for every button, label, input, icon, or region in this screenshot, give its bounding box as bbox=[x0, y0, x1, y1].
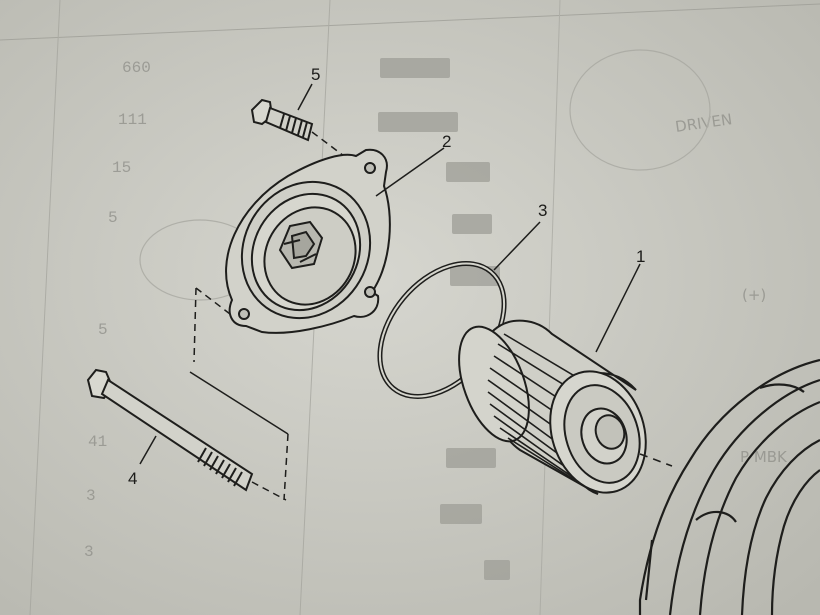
bleed-text: P MBK bbox=[740, 448, 788, 466]
bleed-number: 3 bbox=[86, 487, 96, 505]
leader-line-1 bbox=[595, 263, 641, 353]
bleed-number: 5 bbox=[108, 209, 118, 227]
bleed-number: 3 bbox=[84, 543, 94, 561]
leader-line-4 bbox=[139, 435, 157, 465]
leader-line-5 bbox=[297, 83, 313, 111]
filter-axis-line bbox=[639, 453, 673, 467]
bolt-4-alignment-bracket bbox=[189, 287, 289, 501]
bleed-number: 660 bbox=[122, 59, 151, 77]
bleed-number: 5 bbox=[98, 321, 108, 339]
callout-5: 5 bbox=[311, 65, 320, 84]
part-5-short-bolt bbox=[250, 98, 314, 142]
callout-2: 2 bbox=[442, 132, 451, 151]
part-4-long-bolt bbox=[86, 368, 254, 492]
engine-crankcase-section bbox=[638, 358, 820, 615]
callout-4: 4 bbox=[128, 469, 137, 488]
bolt-4-path bbox=[251, 481, 287, 501]
part-2-filter-cover bbox=[225, 148, 391, 334]
bleed-number: 41 bbox=[88, 433, 107, 451]
part-1-oil-filter-element bbox=[458, 319, 647, 495]
bleed-number: 15 bbox=[112, 159, 131, 177]
bleed-number: 111 bbox=[118, 111, 147, 129]
callout-3: 3 bbox=[538, 201, 547, 220]
callout-1: 1 bbox=[636, 247, 645, 266]
leader-line-3 bbox=[493, 221, 541, 271]
bleed-text: (+) bbox=[742, 286, 766, 304]
leader-line-2 bbox=[375, 147, 445, 197]
